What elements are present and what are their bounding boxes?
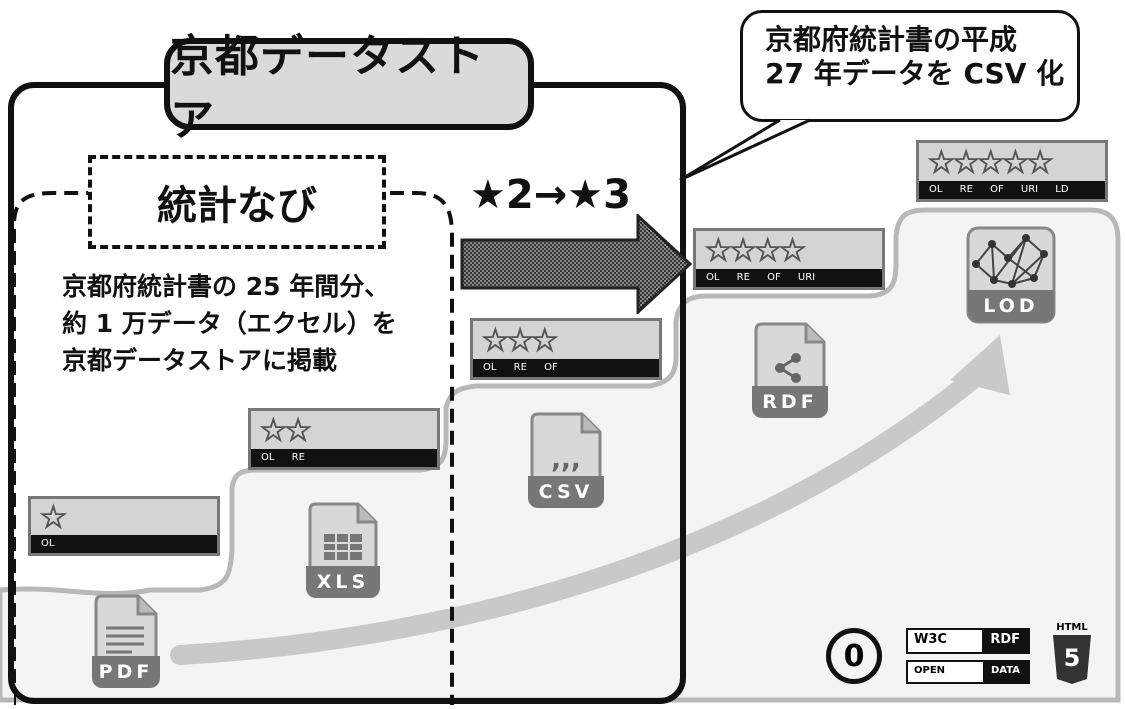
badge-3-stars: ☆☆☆ [480, 321, 559, 360]
growth-curve-head [950, 335, 1010, 395]
badge-5-stars: ☆☆☆☆☆ [926, 143, 1054, 182]
growth-curve [170, 355, 1000, 665]
rdf-label: RDF [752, 386, 828, 418]
stat-desc-line-2: 約 1 万データ（エクセル）を [62, 309, 397, 338]
csv-label: CSV [528, 476, 604, 508]
stat-desc-line-3: 京都データストアに掲載 [62, 346, 338, 375]
data-label: DATA [982, 662, 1028, 682]
w3c-rdf-logo: W3C RDF [906, 628, 1030, 654]
pdf-label: PDF [92, 656, 160, 688]
html5-icon: HTML 5 [1050, 622, 1094, 688]
xls-file-icon: XLS [306, 500, 380, 598]
csv-file-icon: ,,, CSV [528, 410, 604, 508]
open-label: OPEN [914, 665, 946, 676]
csv-callout: 京都府統計書の平成 27 年データを CSV 化 [740, 10, 1080, 122]
conversion-arrow [460, 214, 693, 314]
xls-label: XLS [306, 566, 380, 598]
badge-3-star: ☆☆☆ OL RE OF [470, 318, 662, 380]
rdf-file-icon: RDF [752, 320, 828, 418]
badge-4-star: ☆☆☆☆ OL RE OF URI [693, 228, 885, 290]
stat-dashed-region [14, 191, 454, 705]
cc0-label: 0 [843, 638, 865, 674]
rdf-logo-label: RDF [982, 630, 1028, 652]
badge-1-star: ☆ OL [28, 496, 220, 556]
badge-2-stars: ☆☆ [258, 411, 312, 450]
badge-5-star: ☆☆☆☆☆ OL RE OF URI LD [916, 140, 1108, 202]
w3c-label: W3C [914, 632, 947, 647]
pdf-file-icon: PDF [92, 592, 160, 688]
badge-2-star: ☆☆ OL RE [248, 408, 440, 470]
svg-text:,,,: ,,, [551, 445, 581, 475]
open-data-logo: OPEN DATA [906, 660, 1030, 684]
stat-description: 京都府統計書の 25 年間分、 約 1 万データ（エクセル）を 京都データストア… [62, 268, 442, 379]
html5-label: 5 [1063, 644, 1081, 672]
star-step-label: ★2→★3 [470, 172, 631, 218]
stat-desc-line-1: 京都府統計書の 25 年間分、 [62, 272, 390, 301]
badge-3-tags: OL RE OF [473, 359, 659, 377]
callout-line-2: 27 年データを CSV 化 [765, 57, 1065, 90]
badge-1-stars: ☆ [39, 498, 69, 537]
badge-1-tags: OL [31, 535, 217, 553]
store-title: 京都データストア [164, 31, 534, 146]
cc0-icon: 0 [826, 628, 882, 684]
lod-label: LOD [968, 290, 1054, 322]
stat-title: 統計なび [88, 155, 386, 249]
badge-2-tags: OL RE [251, 449, 437, 467]
lod-cloud-icon: LOD [964, 224, 1060, 326]
callout-line-1: 京都府統計書の平成 [765, 23, 1018, 56]
badge-5-tags: OL RE OF URI LD [919, 181, 1105, 199]
html-label: HTML [1056, 622, 1088, 633]
badge-4-stars: ☆☆☆☆ [704, 231, 808, 270]
badge-4-tags: OL RE OF URI [696, 269, 882, 287]
